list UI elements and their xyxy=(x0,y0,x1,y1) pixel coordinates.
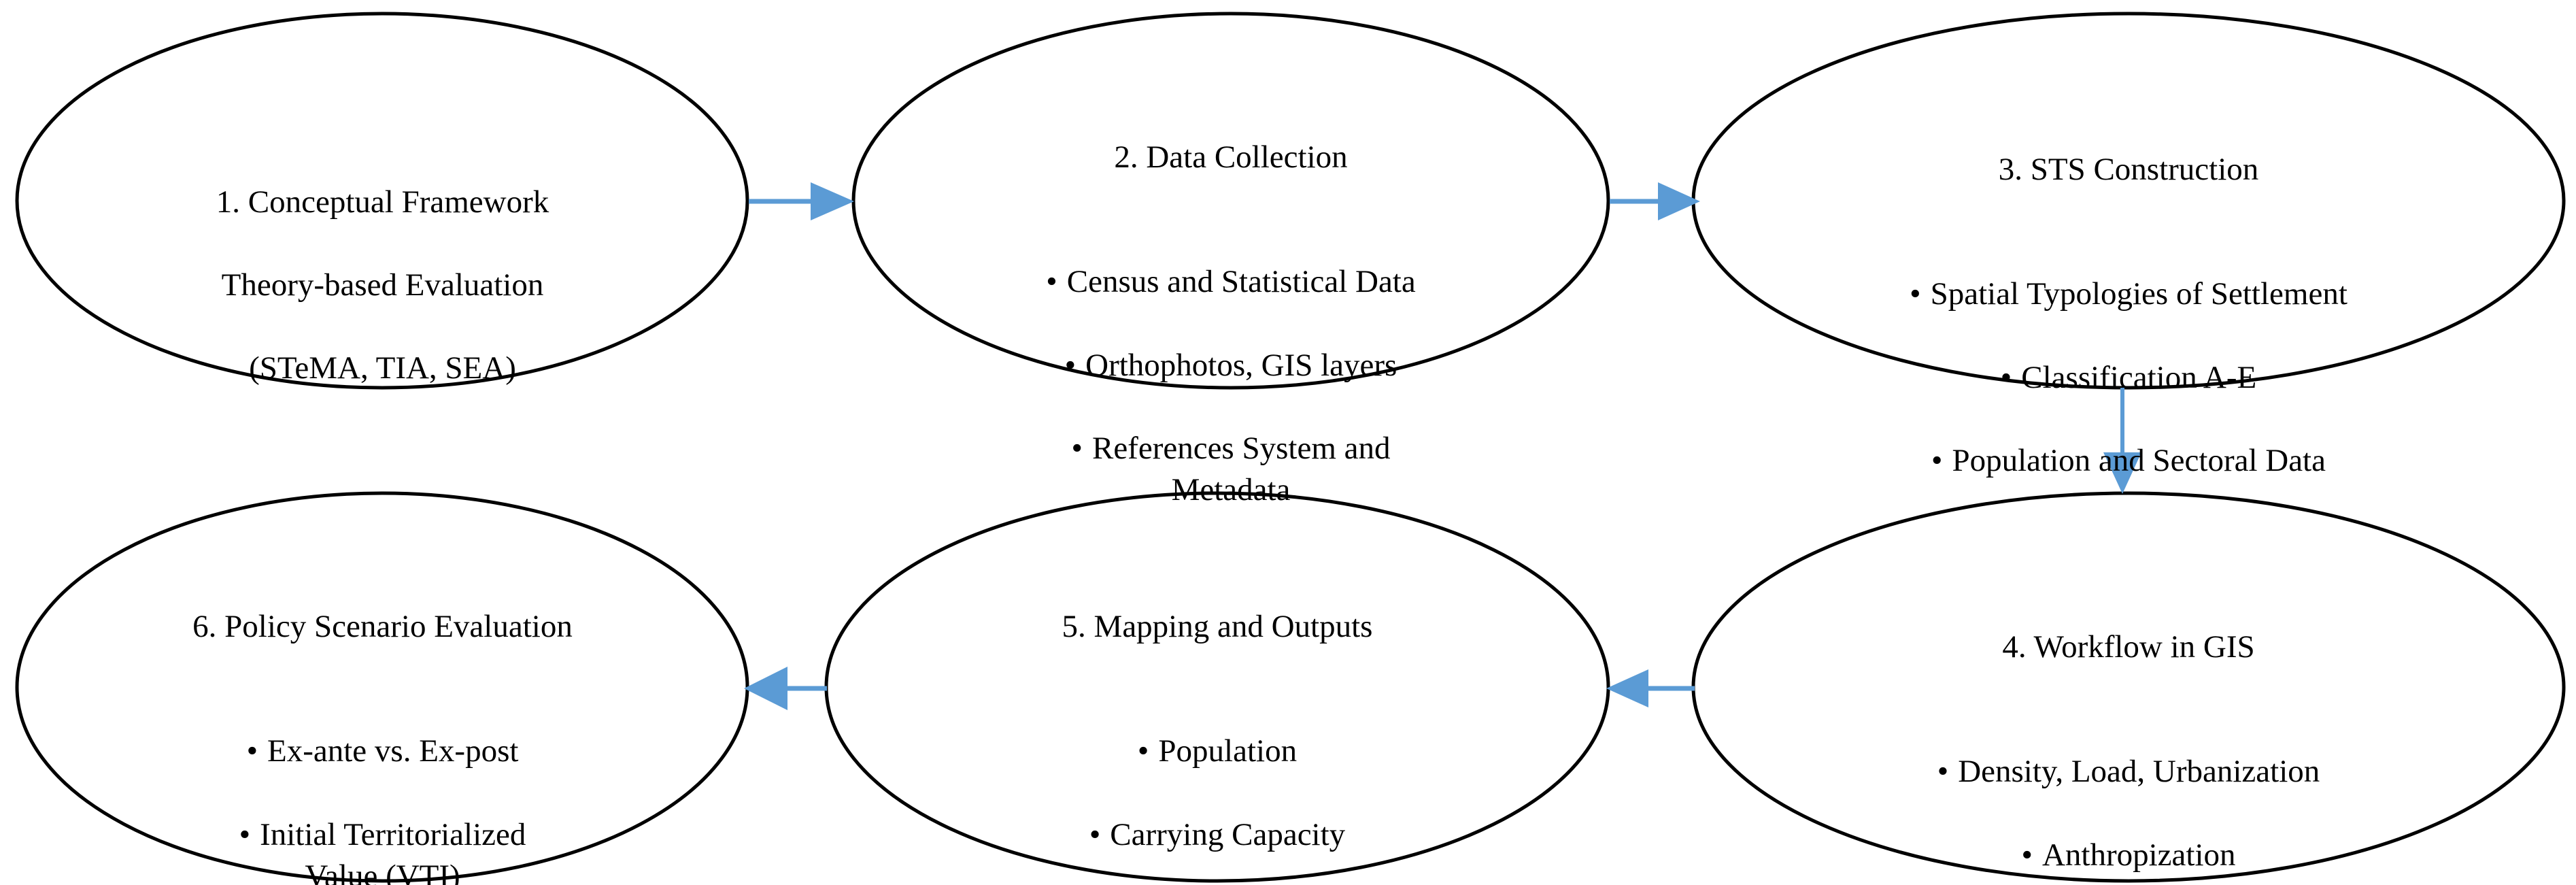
ellipse-node-1[interactable] xyxy=(15,12,749,390)
arrow-node4-to-node5 xyxy=(1606,669,1695,707)
arrow-node3-to-node4 xyxy=(2103,388,2141,494)
arrow-node2-to-node3 xyxy=(1610,182,1700,220)
arrow-node5-to-node6 xyxy=(744,667,827,710)
arrow-node1-to-node2 xyxy=(749,182,854,220)
ellipse-node-2[interactable] xyxy=(851,12,1610,390)
